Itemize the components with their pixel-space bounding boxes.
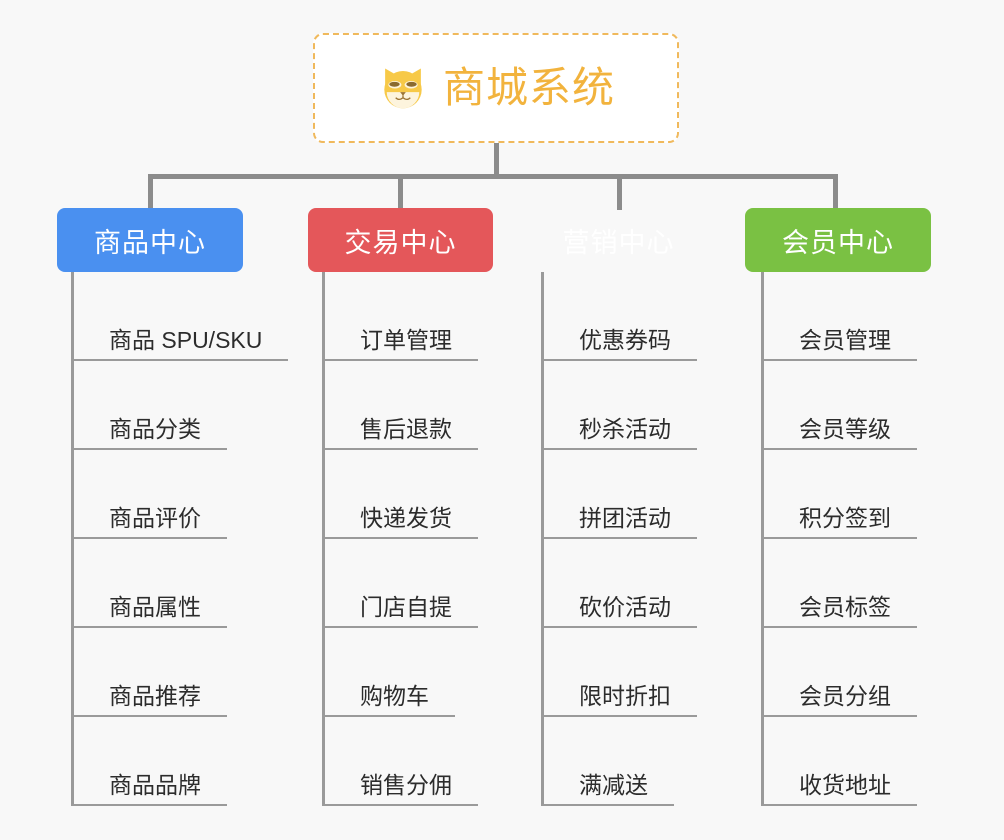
leaf-label-2-3: 砍价活动 — [579, 593, 671, 620]
leaf-item-1-3[interactable]: 门店自提 — [322, 539, 478, 628]
leaf-item-0-3[interactable]: 商品属性 — [71, 539, 227, 628]
branch-label-0: 商品中心 — [94, 227, 206, 258]
leaf-label-0-0: 商品 SPU/SKU — [109, 326, 263, 353]
branch-node-0[interactable]: 商品中心 — [57, 208, 243, 272]
branch-label-3: 会员中心 — [782, 227, 894, 258]
leaf-label-0-2: 商品评价 — [109, 504, 201, 531]
leaf-item-1-5[interactable]: 销售分佣 — [322, 717, 478, 806]
leaf-item-3-3[interactable]: 会员标签 — [761, 539, 917, 628]
leaf-label-1-3: 门店自提 — [360, 593, 452, 620]
leaf-item-2-3[interactable]: 砍价活动 — [541, 539, 697, 628]
branch-drop-connector-3 — [617, 174, 622, 210]
leaf-item-1-4[interactable]: 购物车 — [322, 628, 455, 717]
leaf-label-3-3: 会员标签 — [799, 593, 891, 620]
branch-drop-connector-4 — [833, 174, 838, 210]
leaf-item-2-0[interactable]: 优惠券码 — [541, 272, 697, 361]
root-stem-connector — [494, 143, 499, 176]
leaf-item-2-1[interactable]: 秒杀活动 — [541, 361, 697, 450]
leaf-label-2-4: 限时折扣 — [579, 682, 671, 709]
leaf-label-3-2: 积分签到 — [799, 504, 891, 531]
leaf-spine-2 — [541, 272, 544, 806]
leaf-item-3-4[interactable]: 会员分组 — [761, 628, 917, 717]
leaf-item-1-2[interactable]: 快递发货 — [322, 450, 478, 539]
leaf-item-0-1[interactable]: 商品分类 — [71, 361, 227, 450]
leaf-item-3-1[interactable]: 会员等级 — [761, 361, 917, 450]
leaf-item-0-5[interactable]: 商品品牌 — [71, 717, 227, 806]
leaf-item-3-2[interactable]: 积分签到 — [761, 450, 917, 539]
leaf-label-1-2: 快递发货 — [360, 504, 452, 531]
leaf-item-2-5[interactable]: 满减送 — [541, 717, 674, 806]
leaf-label-1-0: 订单管理 — [360, 326, 452, 353]
leaf-label-3-4: 会员分组 — [799, 682, 891, 709]
leaf-label-3-5: 收货地址 — [799, 771, 891, 798]
leaf-item-3-5[interactable]: 收货地址 — [761, 717, 917, 806]
leaf-spine-1 — [322, 272, 325, 806]
branch-drop-connector-2 — [398, 174, 403, 210]
leaf-item-2-4[interactable]: 限时折扣 — [541, 628, 697, 717]
leaf-label-3-1: 会员等级 — [799, 415, 891, 442]
leaf-item-1-1[interactable]: 售后退款 — [322, 361, 478, 450]
leaf-item-1-0[interactable]: 订单管理 — [322, 272, 478, 361]
root-node[interactable]: 商城系统 — [313, 33, 679, 143]
leaf-item-3-0[interactable]: 会员管理 — [761, 272, 917, 361]
leaf-spine-3 — [761, 272, 764, 806]
leaf-label-1-1: 售后退款 — [360, 415, 452, 442]
leaf-label-0-5: 商品品牌 — [109, 771, 201, 798]
branch-node-2[interactable]: 营销中心 — [526, 208, 711, 272]
branch-drop-connector-1 — [148, 174, 153, 210]
branch-label-2: 营销中心 — [562, 227, 675, 258]
root-title: 商城系统 — [442, 64, 615, 111]
leaf-label-1-5: 销售分佣 — [360, 771, 452, 798]
leaf-label-0-1: 商品分类 — [109, 415, 201, 442]
leaf-label-1-4: 购物车 — [360, 682, 429, 709]
leaf-item-0-0[interactable]: 商品 SPU/SKU — [71, 272, 288, 361]
leaf-label-0-4: 商品推荐 — [109, 682, 201, 709]
branch-node-1[interactable]: 交易中心 — [308, 208, 493, 272]
leaf-label-3-0: 会员管理 — [799, 326, 891, 353]
leaf-label-2-2: 拼团活动 — [579, 504, 671, 531]
leaf-item-0-4[interactable]: 商品推荐 — [71, 628, 227, 717]
leaf-label-0-3: 商品属性 — [109, 593, 201, 620]
leaf-label-2-5: 满减送 — [579, 771, 648, 798]
leaf-spine-0 — [71, 272, 74, 806]
shiba-inu-icon — [384, 68, 422, 109]
branch-node-3[interactable]: 会员中心 — [745, 208, 931, 272]
leaf-label-2-0: 优惠券码 — [579, 326, 671, 353]
branch-label-1: 交易中心 — [344, 227, 457, 258]
horizontal-bus-connector — [148, 174, 838, 179]
leaf-item-2-2[interactable]: 拼团活动 — [541, 450, 697, 539]
leaf-label-2-1: 秒杀活动 — [579, 415, 671, 442]
leaf-item-0-2[interactable]: 商品评价 — [71, 450, 227, 539]
